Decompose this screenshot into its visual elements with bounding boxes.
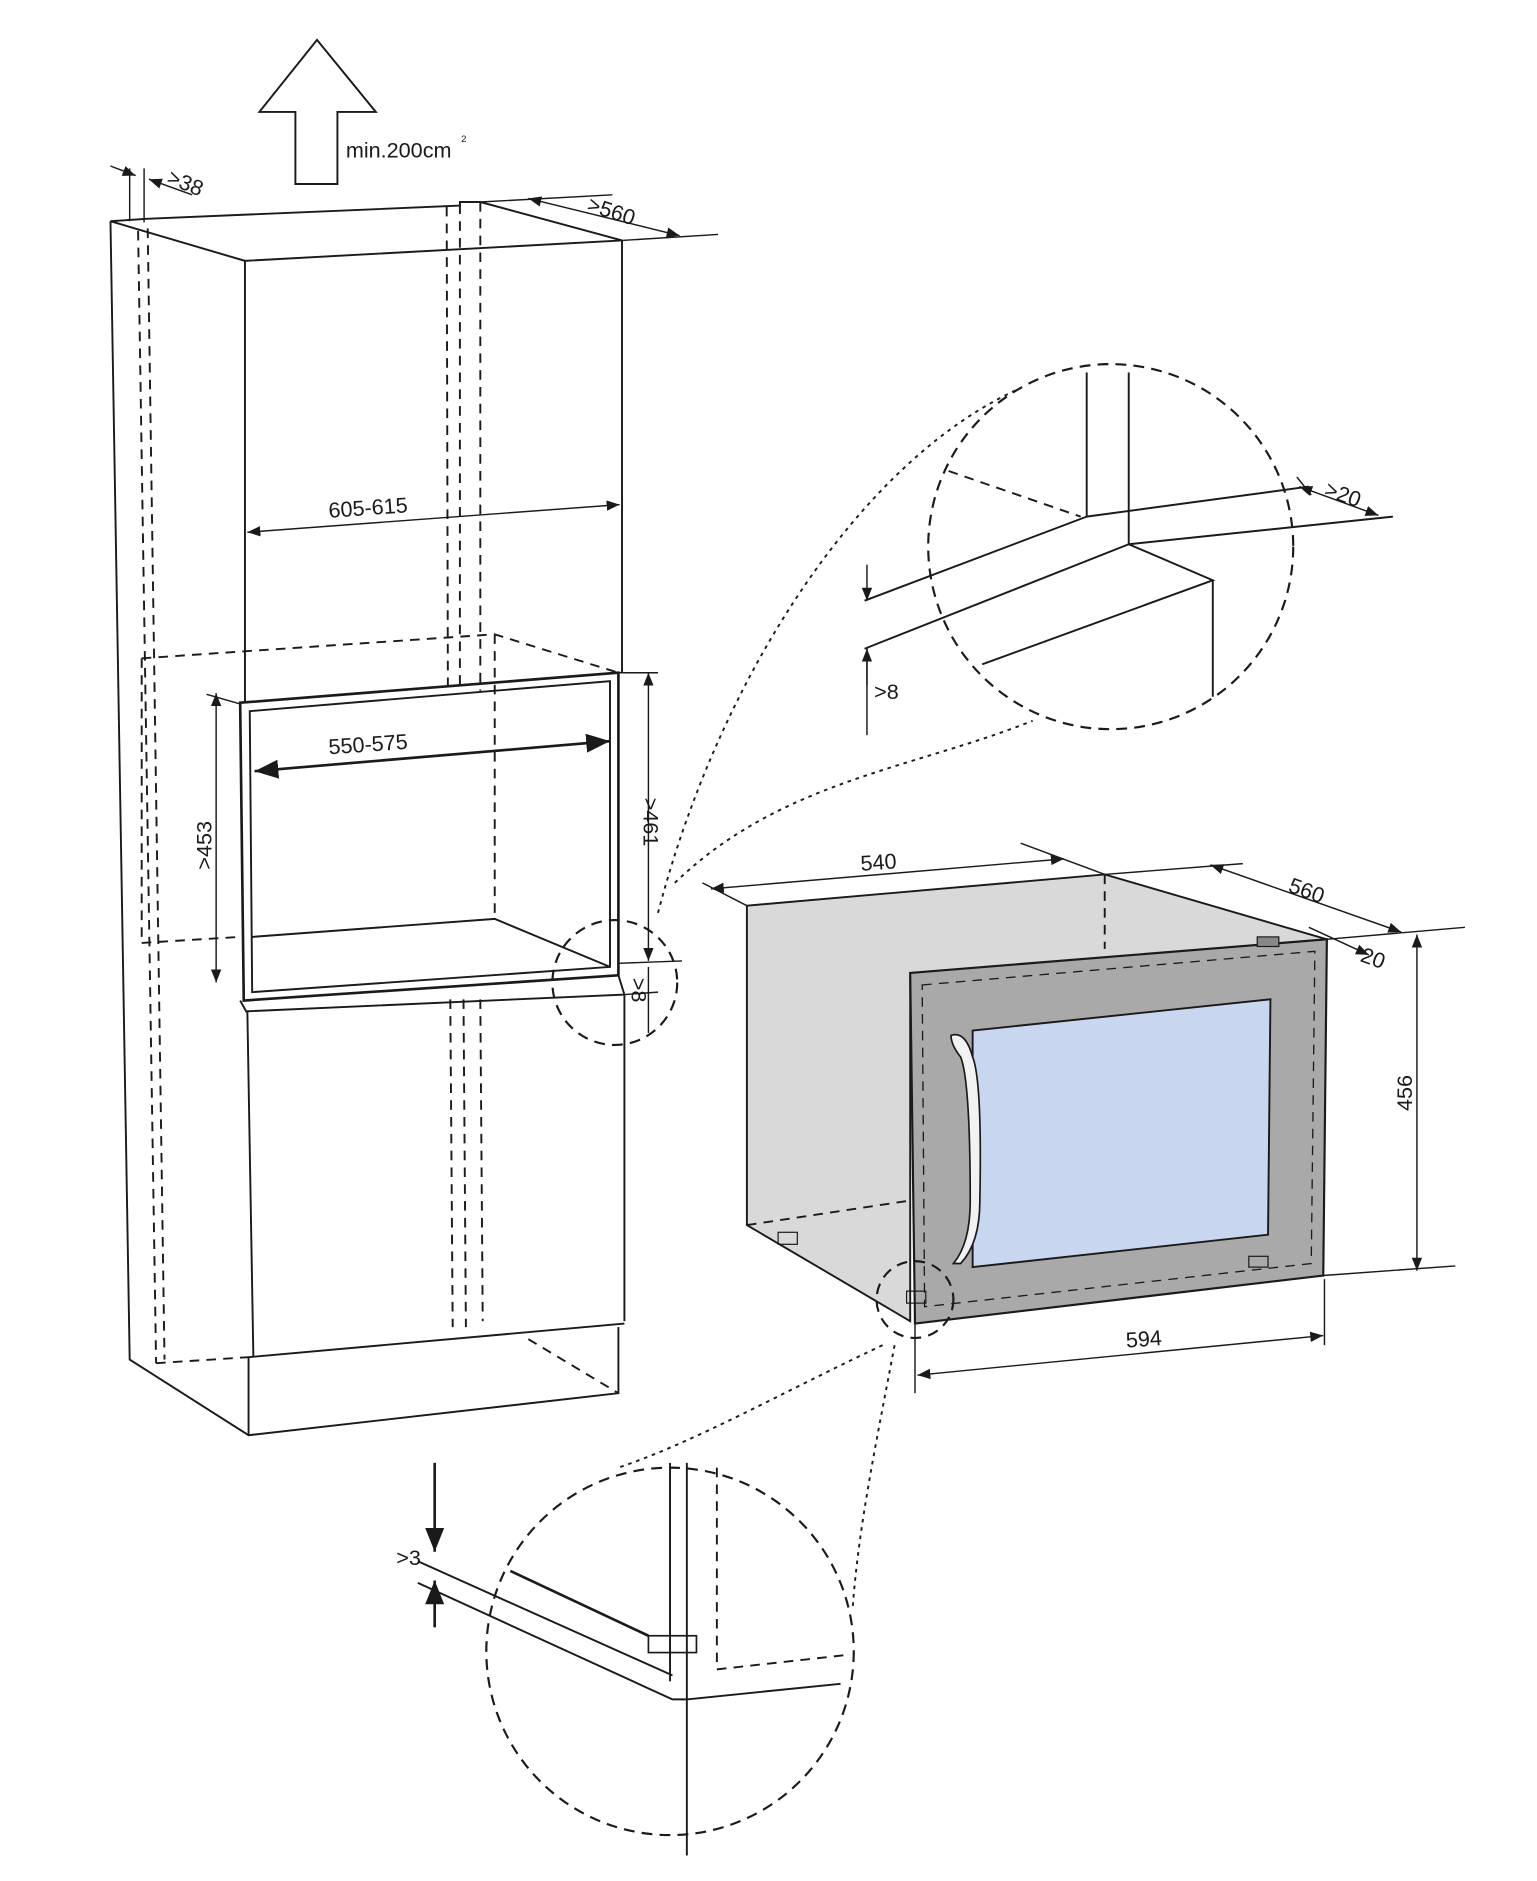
label-detail-side-gap: >20 <box>1322 476 1365 512</box>
label-gap-bottom: >8 <box>627 978 652 1003</box>
wine-cooler <box>745 873 1328 1325</box>
label-niche-height-left: >453 <box>191 821 216 870</box>
label-niche-height-right: >461 <box>639 798 664 847</box>
detail-top-circle <box>927 363 1295 731</box>
label-detail-bottom-gap: >8 <box>874 679 899 704</box>
ventilation-superscript: 2 <box>461 134 466 145</box>
label-door-depth: 20 <box>1358 942 1389 974</box>
door-handle <box>950 1033 982 1265</box>
label-bottom-gap: >3 <box>396 1545 421 1570</box>
label-appliance-body-width: 540 <box>860 848 898 875</box>
door-glass <box>971 998 1272 1269</box>
label-cabinet-depth: >560 <box>584 191 638 230</box>
cabinet-dimension-lines <box>110 165 719 1033</box>
detail-bottom <box>417 1462 847 1856</box>
label-inner-width: 605-615 <box>328 492 409 522</box>
label-appliance-height: 456 <box>1392 1075 1417 1111</box>
label-appliance-front-width: 594 <box>1125 1325 1163 1352</box>
label-niche-width: 550-575 <box>328 729 409 759</box>
ventilation-label: min.200cm <box>346 138 452 163</box>
tall-cabinet <box>109 201 626 1437</box>
appliance-dimension-lines <box>702 842 1466 1394</box>
label-panel-thickness: >38 <box>164 164 207 201</box>
detail-top <box>861 372 1394 736</box>
label-appliance-depth: 560 <box>1286 872 1328 908</box>
detail-callout-circle <box>551 919 679 1047</box>
cabinet-niche <box>238 671 626 1013</box>
ventilation-arrow-icon <box>257 38 378 185</box>
